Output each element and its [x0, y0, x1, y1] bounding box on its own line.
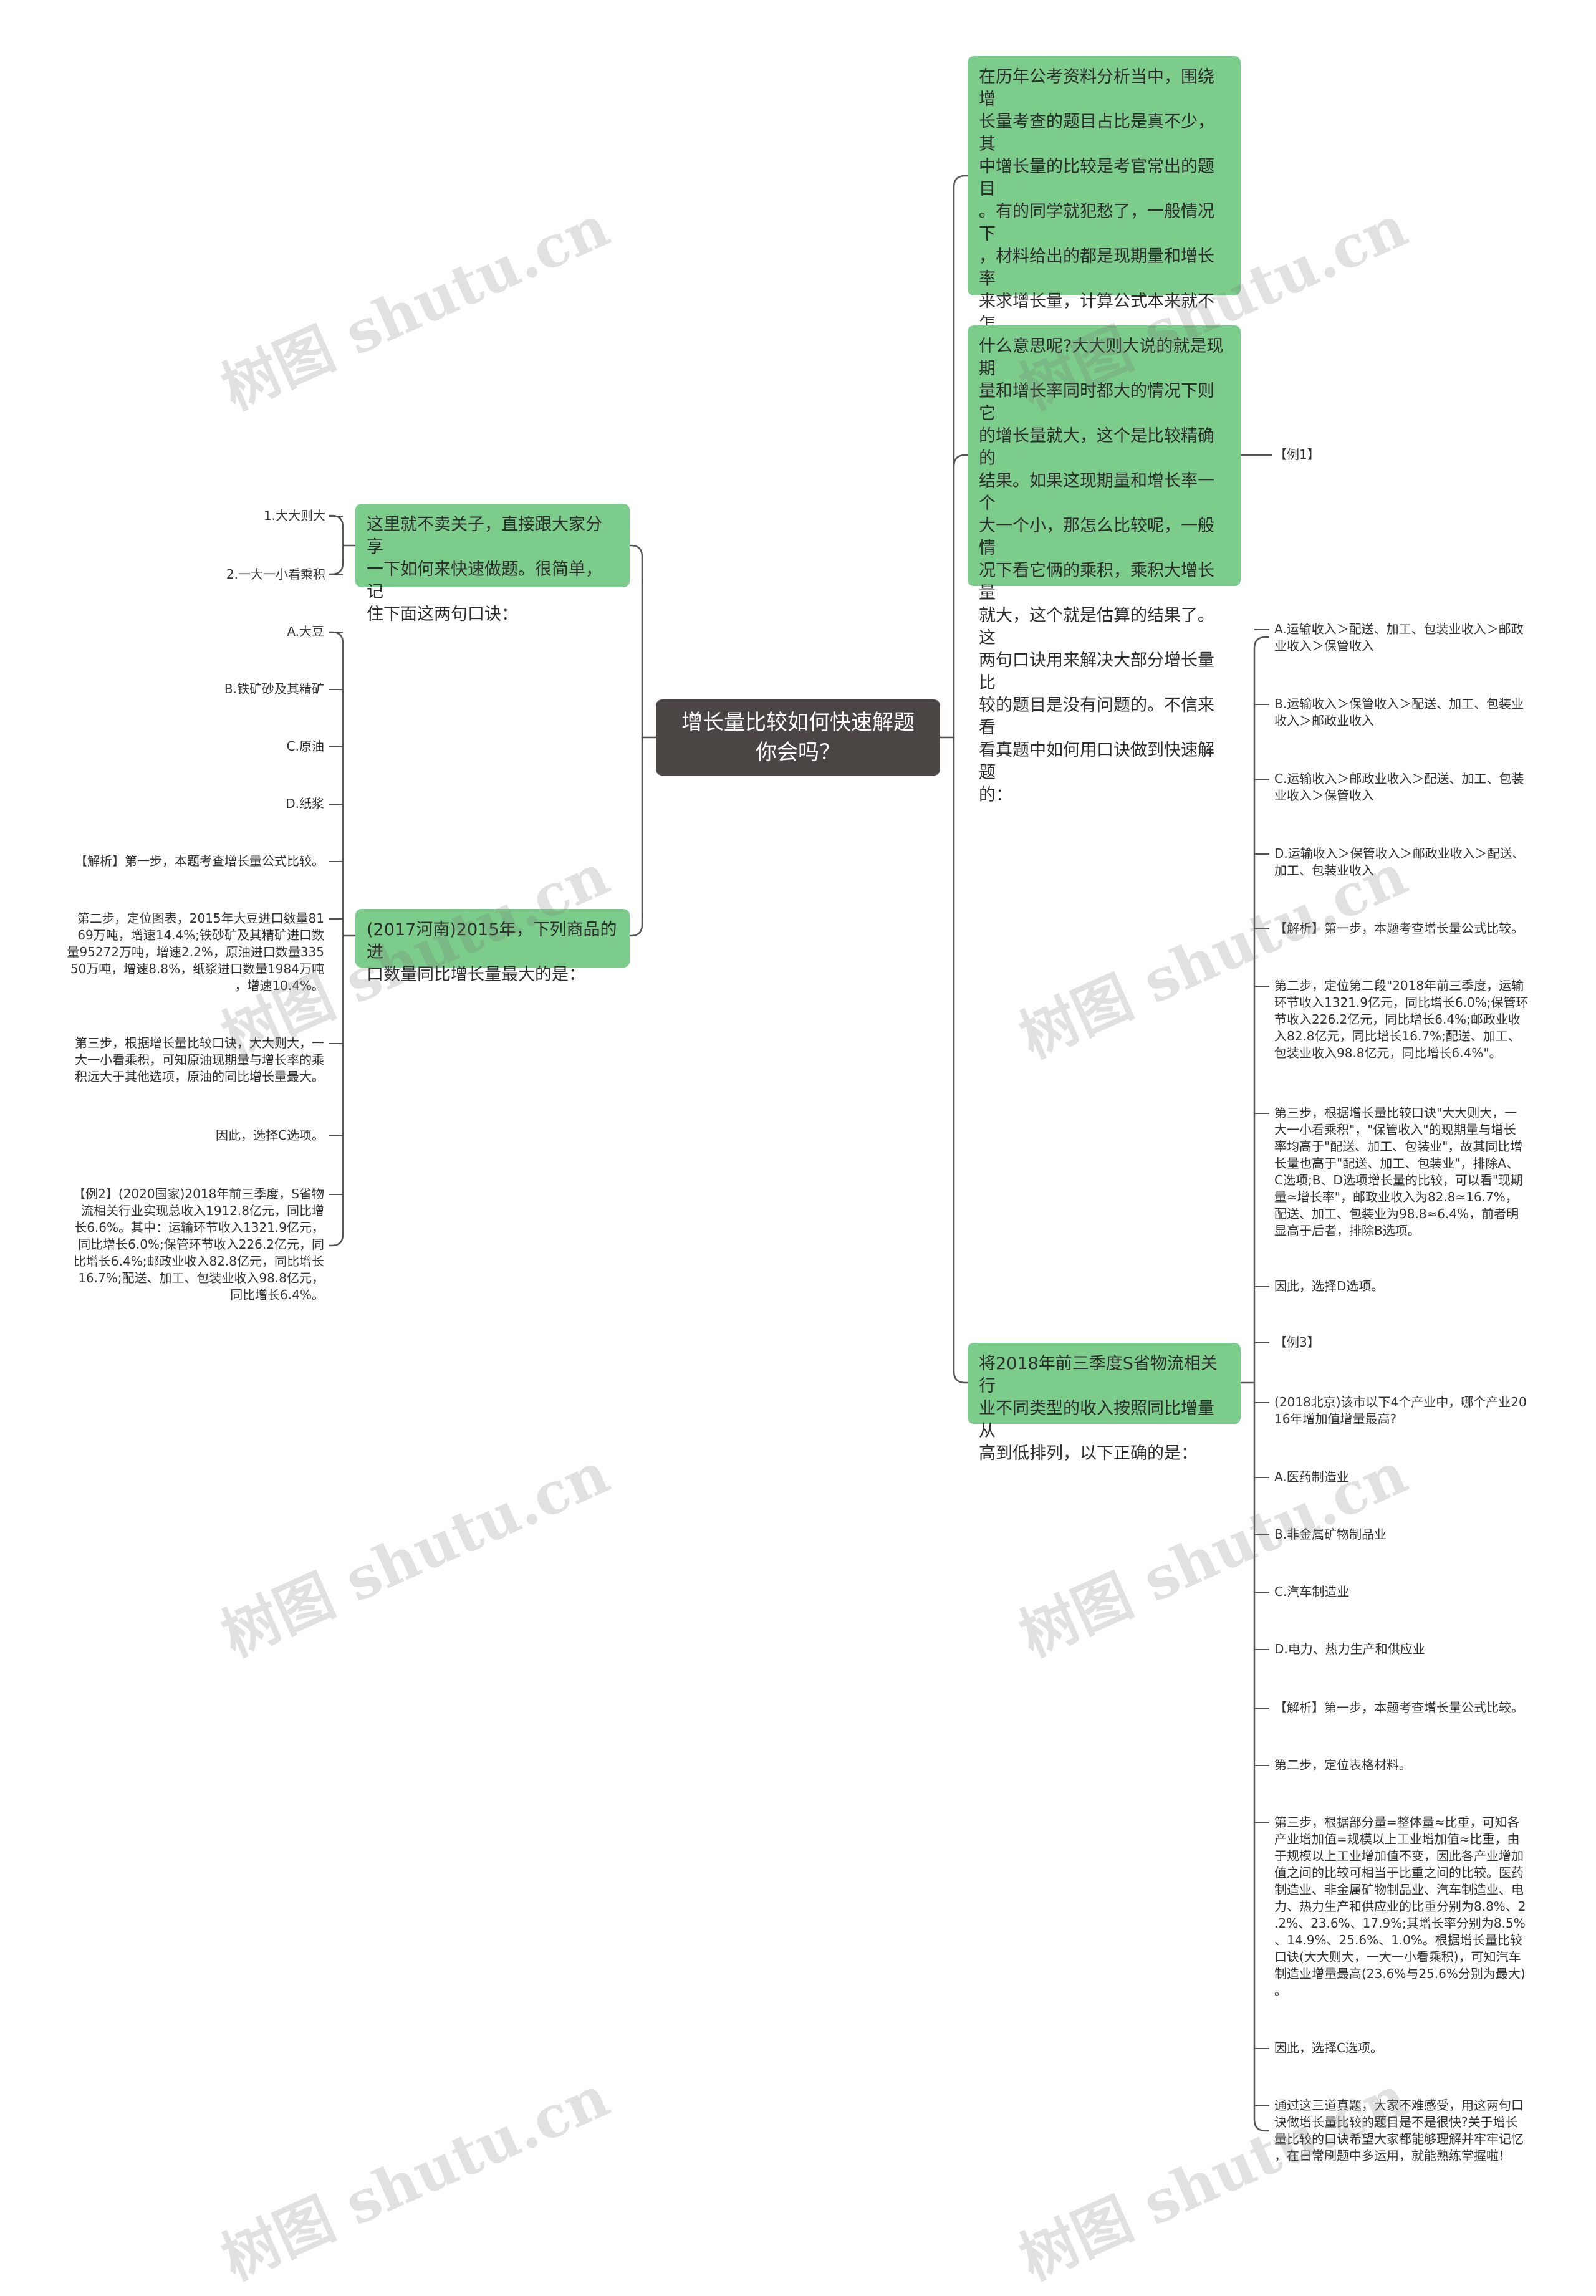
leaf-item[interactable]: 因此，选择C选项。 [216, 1128, 324, 1143]
leaf-item[interactable]: C.汽车制造业 [1274, 1584, 1350, 1599]
leaf-item[interactable]: 第三步，根据部分量=整体量≈比重，可知各 产业增加值=规模以上工业增加值≈比重，… [1274, 1815, 1526, 1998]
leaf-item[interactable]: C.原油 [286, 739, 324, 754]
leaf-item[interactable]: 因此，选择C选项。 [1274, 2040, 1383, 2055]
leaf-item[interactable]: 【解析】第一步，本题考查增长量公式比较。 [75, 853, 324, 868]
leaf-item[interactable]: 2.一大一小看乘积 [226, 567, 325, 582]
leaf-item[interactable]: 通过这三道真题，大家不难感受，用这两句口 诀做增长量比较的题目是不是很快?关于增… [1274, 2098, 1524, 2163]
connector-lines [329, 175, 1272, 2132]
leaf-item[interactable]: (2018北京)该市以下4个产业中，哪个产业20 16年增加值增量最高? [1274, 1395, 1527, 1426]
leaf-item[interactable]: 【例3】 [1274, 1335, 1320, 1350]
example1-tag[interactable]: 【例1】 [1274, 447, 1320, 462]
leaf-item[interactable]: D.电力、热力生产和供应业 [1274, 1641, 1425, 1656]
mindmap-canvas: 增长量比较如何快速解题 你会吗？ 在历年公考资料分析当中，围绕增 长量考查的题目… [67, 56, 1529, 2293]
leaf-item[interactable]: 第三步，根据增长量比较口诀"大大则大，一 大一小看乘积"，"保管收入"的现期量与… [1274, 1105, 1524, 1238]
branch-question-2017[interactable]: (2017河南)2015年，下列商品的进 口数量同比增长量最大的是： [355, 909, 630, 984]
leaf-item[interactable]: 第二步，定位第二段"2018年前三季度，运输 环节收入1321.9亿元，同比增长… [1274, 978, 1529, 1060]
leaf-item[interactable]: D.运输收入＞保管收入＞邮政业收入＞配送、 加工、包装业收入 [1274, 846, 1525, 878]
leaf-item[interactable]: C.运输收入＞邮政业收入＞配送、加工、包装 业收入＞保管收入 [1274, 771, 1524, 803]
branch-tips[interactable]: 这里就不卖关子，直接跟大家分享 一下如何来快速做题。很简单，记 住下面这两句口诀… [355, 504, 630, 624]
leaf-item[interactable]: 【解析】第一步，本题考查增长量公式比较。 [1274, 921, 1524, 936]
leaf-item[interactable]: A.医药制造业 [1274, 1469, 1349, 1484]
root-topic[interactable]: 增长量比较如何快速解题 你会吗？ [656, 699, 940, 776]
leaf-item[interactable]: A.大豆 [287, 624, 324, 639]
leaf-item[interactable]: D.纸浆 [286, 796, 324, 811]
leaf-item[interactable]: B.铁矿砂及其精矿 [224, 681, 324, 696]
branch-meaning[interactable]: 什么意思呢?大大则大说的就是现期 量和增长率同时都大的情况下则它 的增长量就大，… [968, 325, 1241, 805]
branch-intro[interactable]: 在历年公考资料分析当中，围绕增 长量考查的题目占比是真不少，其 中增长量的比较是… [968, 56, 1241, 491]
leaf-item[interactable]: B.运输收入＞保管收入＞配送、加工、包装业 收入＞邮政业收入 [1274, 696, 1524, 728]
leaf-item[interactable]: 【例2】(2020国家)2018年前三季度，S省物 流相关行业实现总收入1912… [73, 1186, 324, 1302]
branch-sort-question[interactable]: 将2018年前三季度S省物流相关行 业不同类型的收入按照同比增量从 高到低排列，… [968, 1343, 1241, 1463]
leaf-item[interactable]: 第二步，定位图表，2015年大豆进口数量81 69万吨，增速14.4%;铁砂矿及… [67, 911, 324, 993]
leaf-item[interactable]: 第三步，根据增长量比较口诀，大大则大，一 大一小看乘积，可知原油现期量与增长率的… [75, 1035, 324, 1084]
leaf-item[interactable]: 因此，选择D选项。 [1274, 1279, 1384, 1294]
leaf-item[interactable]: 第二步，定位表格材料。 [1274, 1757, 1411, 1772]
leaf-item[interactable]: 1.大大则大 [263, 508, 325, 523]
leaf-item[interactable]: B.非金属矿物制品业 [1274, 1527, 1387, 1542]
leaf-item[interactable]: A.运输收入＞配送、加工、包装业收入＞邮政 业收入＞保管收入 [1274, 622, 1524, 653]
leaf-item[interactable]: 【解析】第一步，本题考查增长量公式比较。 [1274, 1700, 1524, 1715]
